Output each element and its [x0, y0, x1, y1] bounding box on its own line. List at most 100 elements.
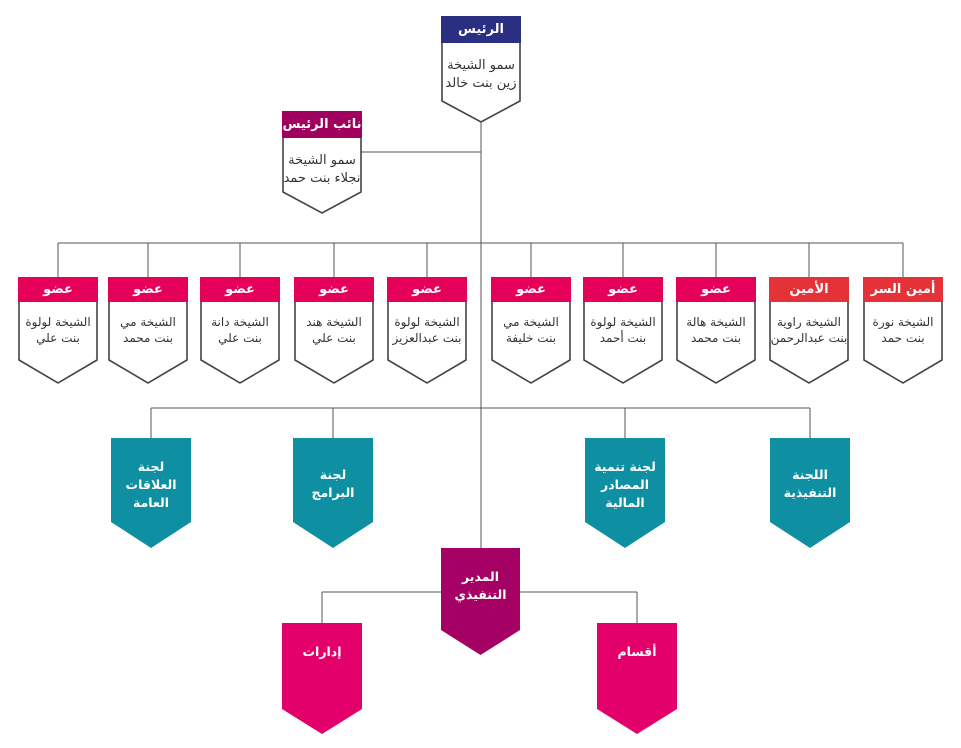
committee-box-label-line: العامة [132, 495, 170, 510]
member-box-shape [583, 277, 663, 384]
committee-box-label-line: العلاقات [125, 477, 177, 492]
member-box-name-line: بنت علي [218, 331, 262, 345]
member-box-header-bg [200, 277, 280, 302]
member-box-title: عضو [701, 282, 731, 297]
member-box-shape [200, 277, 280, 384]
member-box-shape [18, 277, 98, 384]
committee-box: لجنة العلاقات العامة [111, 438, 191, 548]
committee-box: لجنة البرامج [293, 438, 373, 548]
committee-box-label-line: لجنة [137, 459, 165, 474]
member-box-shape [108, 277, 188, 384]
member-box-header-bg [108, 277, 188, 302]
unit-box-shape [282, 623, 362, 734]
member-box-name: الشيخة لولوة بنت أحمد [583, 314, 663, 346]
unit-box-shape [597, 623, 677, 734]
committee-box-label: لجنة العلاقات العامة [111, 458, 191, 512]
member-box-name: الشيخة مي بنت محمد [108, 314, 188, 346]
member-box-name-line: الشيخة مي [503, 315, 559, 329]
committee-box-label-line: اللجنة [792, 467, 828, 482]
committee-box-shape [770, 438, 850, 548]
member-box-shape [676, 277, 756, 384]
committee-box-label-line: التنفيذية [783, 485, 837, 500]
executive-director-box: المدير التنفيذي [441, 548, 520, 655]
member-box-name-line: بنت أحمد [599, 331, 647, 345]
member-box-name-line: الشيخة دانة [211, 315, 269, 329]
member-box-header-bg [387, 277, 467, 302]
committee-box-label-line: البرامج [311, 485, 355, 500]
committee-box-label: لجنة البرامج [293, 466, 373, 502]
member-box-name-line: الشيخة لولوة [590, 315, 656, 329]
president-box-body-outline [441, 43, 521, 123]
committee-box-label-line: لجنة تنمية [594, 459, 656, 474]
committee-box-label: اللجنة التنفيذية [770, 466, 850, 502]
member-box-name-line: الشيخة هند [306, 315, 362, 329]
vice-president-box-name-line: سمو الشيخة [288, 153, 356, 168]
member-box-title: عضو [412, 282, 442, 297]
member-box-header-bg [18, 277, 98, 302]
unit-box-fill [282, 623, 362, 734]
member-box-shape [769, 277, 849, 384]
unit-box: إدارات [282, 623, 362, 734]
member-box-name-line: بنت عبدالعزيز [392, 331, 462, 345]
member-box-shape [491, 277, 571, 384]
member-box-name: الشيخة دانة بنت علي [200, 314, 280, 346]
committee-box-fill [770, 438, 850, 548]
member-box: عضو الشيخة دانة بنت علي [200, 277, 280, 384]
member-box-body-outline [863, 302, 943, 384]
member-box-body-outline [491, 302, 571, 384]
member-box-body-outline [18, 302, 98, 384]
member-box-header-bg [769, 277, 849, 302]
member-box-title: أمين السر [870, 282, 936, 297]
unit-box-label: أقسام [597, 643, 677, 661]
member-box-name-line: الشيخة هالة [686, 315, 746, 329]
member-box-title: عضو [225, 282, 255, 297]
member-box-name-line: الشيخة راوية [776, 315, 841, 329]
member-box-shape [863, 277, 943, 384]
member-box-title: عضو [43, 282, 73, 297]
committee-box: اللجنة التنفيذية [770, 438, 850, 548]
member-box-name-line: الشيخة لولوة [394, 315, 460, 329]
member-box-name-line: بنت محمد [123, 331, 173, 345]
member-box-name-line: الشيخة لولوة [25, 315, 91, 329]
executive-director-box-label-line: التنفيذي [454, 587, 507, 602]
member-box-name: الشيخة لولوة بنت عبدالعزيز [387, 314, 467, 346]
member-box-body-outline [200, 302, 280, 384]
committee-box-fill [585, 438, 665, 548]
member-box-body-outline [583, 302, 663, 384]
unit-box-label: إدارات [282, 643, 362, 661]
member-box-title: عضو [133, 282, 163, 297]
president-box-name-line: زين بنت خالد [445, 76, 517, 91]
member-box-header-bg [863, 277, 943, 302]
executive-director-box-label-line: المدير [461, 569, 500, 584]
executive-director-box-fill [441, 548, 520, 655]
member-box-name-line: بنت محمد [691, 331, 741, 345]
vice-president-box-header-bg [282, 111, 362, 138]
committee-box-shape [111, 438, 191, 548]
member-box-header-bg [294, 277, 374, 302]
member-box-body-outline [387, 302, 467, 384]
member-box-header-bg [583, 277, 663, 302]
member-box-body-outline [108, 302, 188, 384]
vice-president-box-title: نائب الرئيس [282, 117, 362, 132]
member-box-title: عضو [319, 282, 349, 297]
unit-box-label-line: إدارات [302, 644, 342, 659]
member-box-body-outline [676, 302, 756, 384]
executive-director-box-label: المدير التنفيذي [441, 568, 520, 604]
committee-box-label-line: المالية [605, 495, 645, 510]
committee-box-label-line: لجنة [319, 467, 347, 482]
member-box-name-line: الشيخة مي [120, 315, 176, 329]
